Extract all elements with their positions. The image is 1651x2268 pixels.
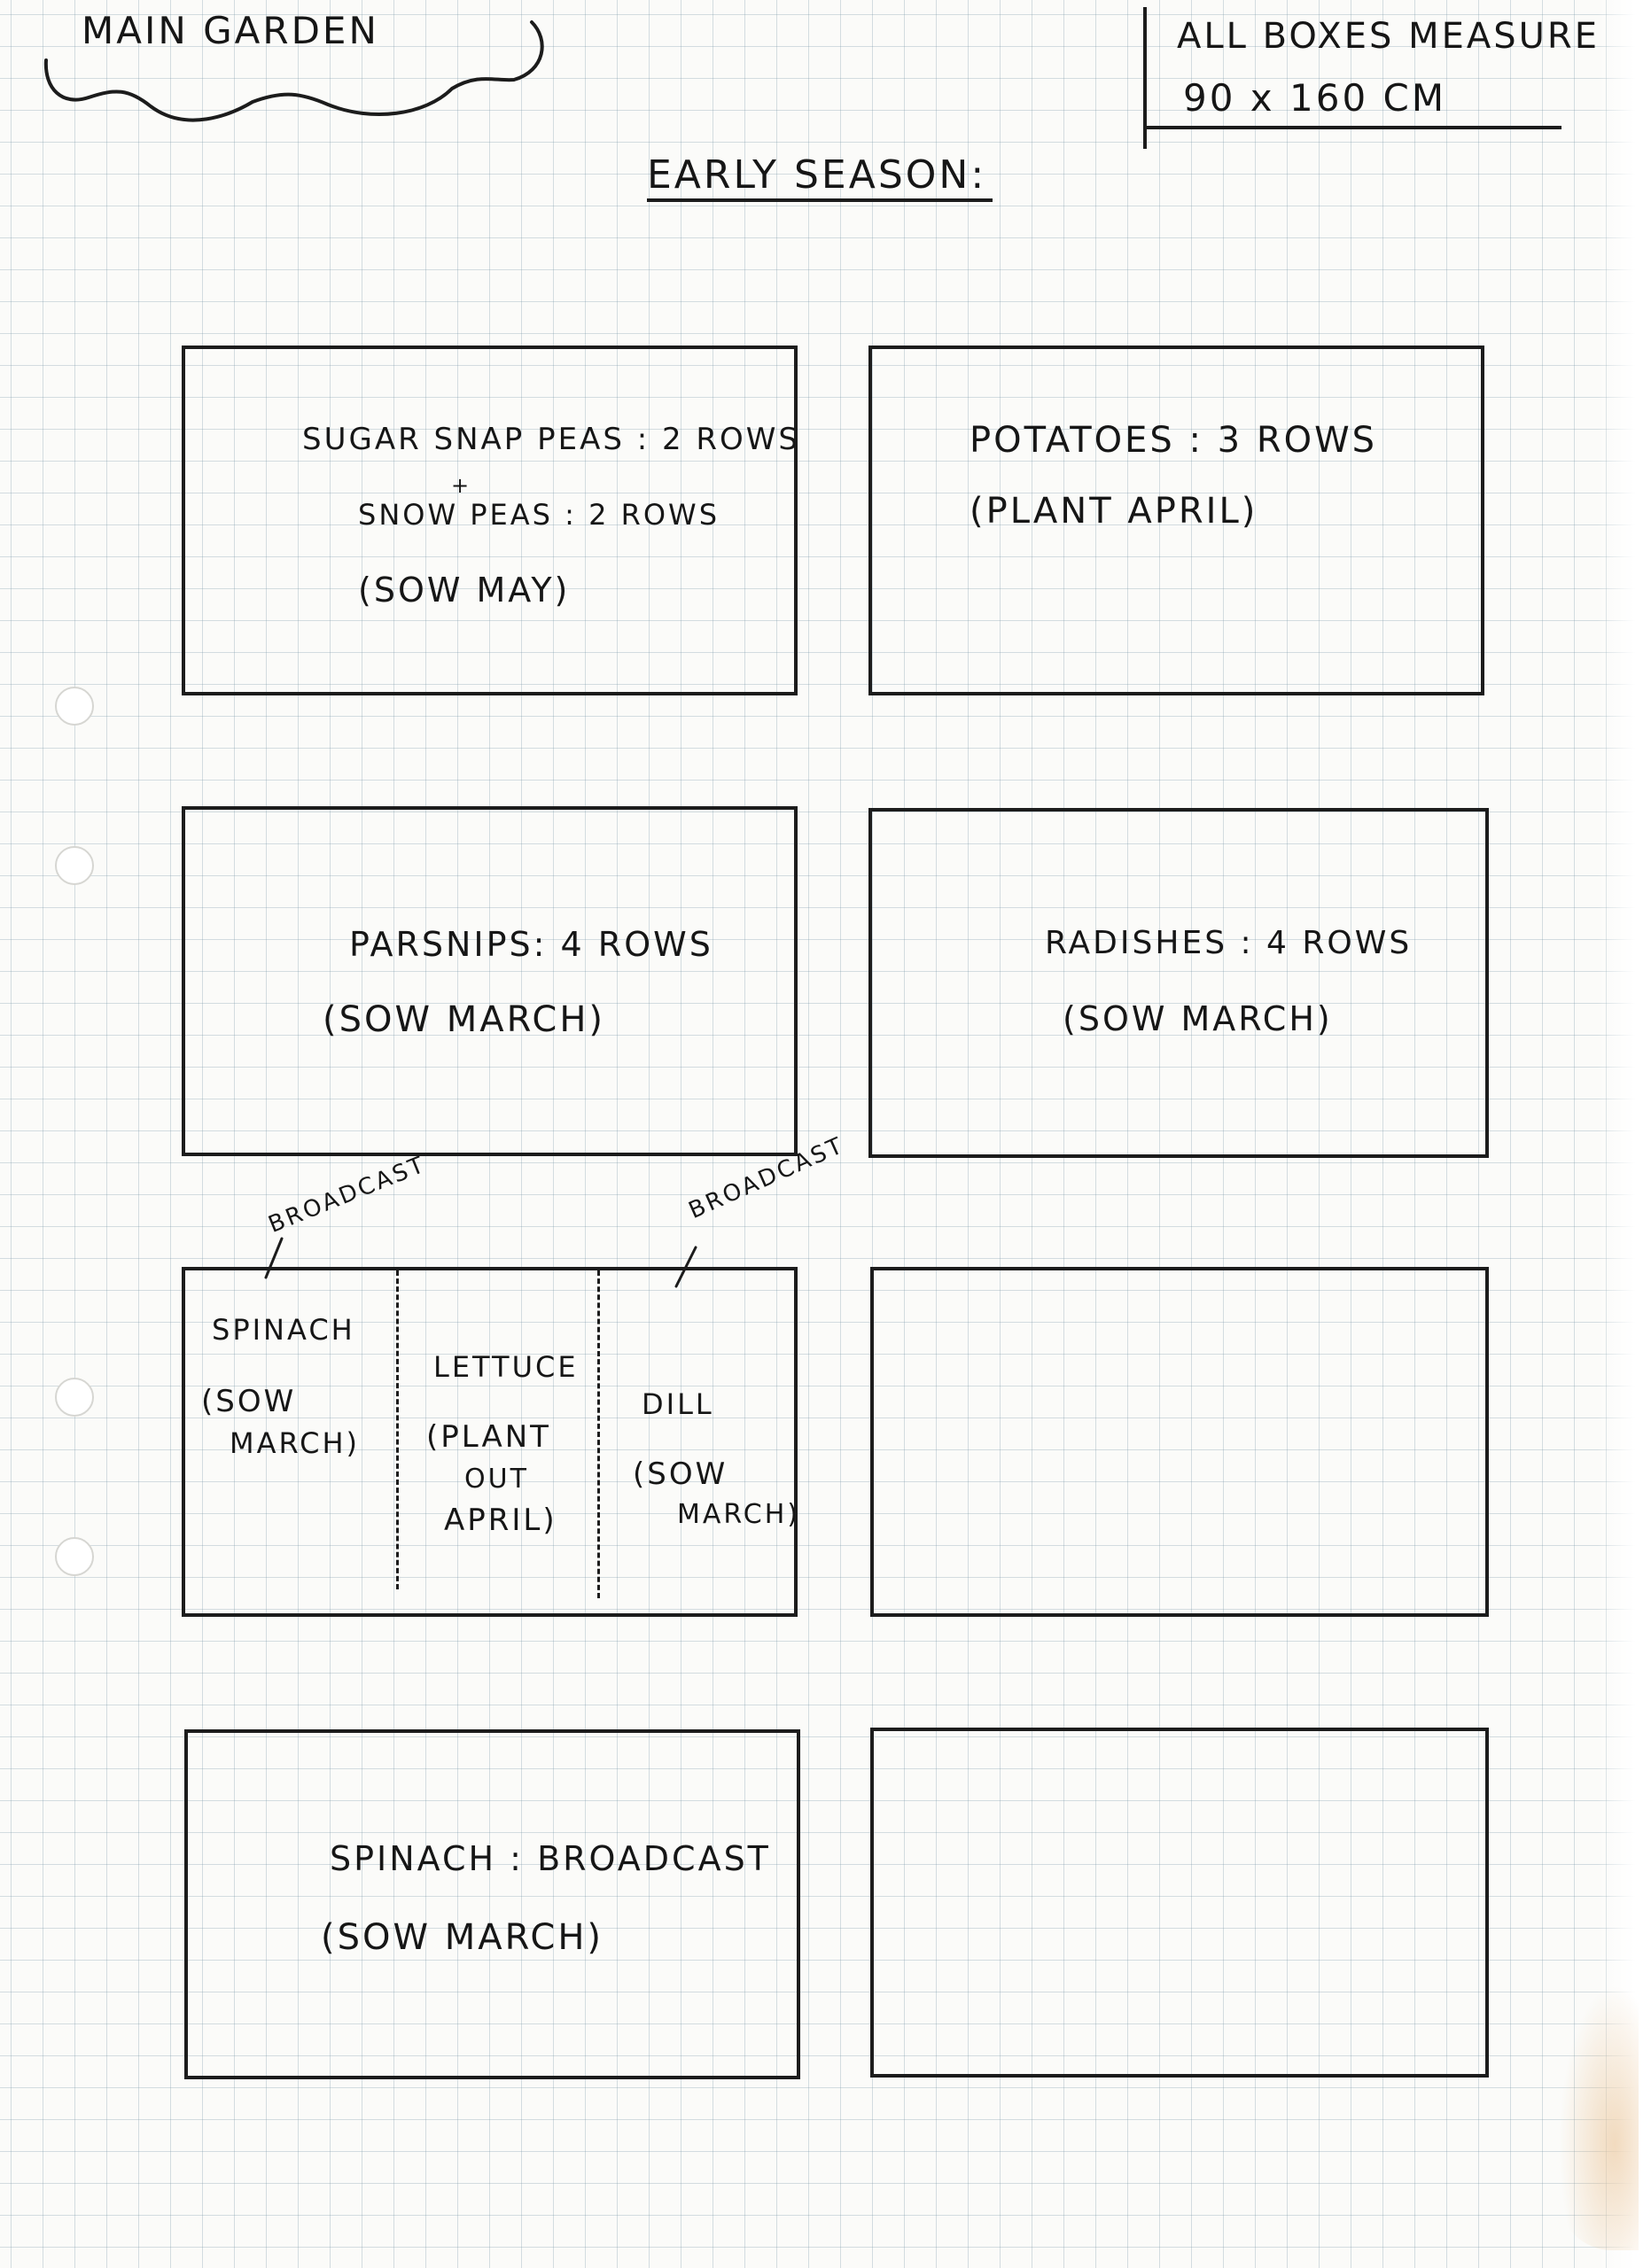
page-edge-shade [1598,0,1651,2268]
season-heading-underline [647,198,993,202]
sowing-note: (SOW MARCH) [1063,999,1333,1038]
box-size-note-line2: 90 x 160 CM [1183,76,1447,120]
punch-hole [55,1537,94,1576]
section-divider [396,1270,399,1589]
note-underline [1143,126,1561,129]
section-timing: (PLANT [426,1419,551,1455]
box-size-note-line1: ALL BOXES MEASURE [1177,16,1600,57]
section-timing: (SOW [633,1456,728,1492]
garden-box-peas: SUGAR SNAP PEAS : 2 ROWS + SNOW PEAS : 2… [182,346,798,695]
section-timing: MARCH) [677,1499,800,1530]
punch-hole [55,687,94,726]
section-timing: (SOW [201,1384,297,1419]
section-divider [597,1270,600,1598]
crop-label: SUGAR SNAP PEAS : 2 ROWS [302,422,801,457]
crop-label: POTATOES : 3 ROWS [970,420,1378,461]
garden-box-spinach: SPINACH : BROADCAST (SOW MARCH) [184,1729,800,2079]
title-cloud-doodle [43,20,544,122]
punch-hole [55,846,94,885]
crop-label: SPINACH : BROADCAST [330,1839,771,1878]
section-timing: OUT [464,1464,529,1495]
paper-stain [1559,1984,1639,2250]
garden-box-empty [870,1728,1489,2078]
section-crop-lettuce: LETTUCE [433,1350,579,1384]
section-crop-spinach: SPINACH [212,1313,355,1347]
plus-sign: + [451,473,472,498]
crop-label: SNOW PEAS : 2 ROWS [358,498,720,532]
section-timing: MARCH) [230,1426,361,1460]
annotation-pointer-line [264,1237,284,1279]
garden-box-empty [870,1267,1489,1617]
crop-label: PARSNIPS: 4 ROWS [349,925,713,964]
sowing-note: (SOW MARCH) [321,1917,604,1958]
planting-note: (PLANT APRIL) [970,491,1258,532]
sowing-note: (SOW MARCH) [323,999,606,1040]
page-title: MAIN GARDEN [82,9,379,52]
season-heading: EARLY SEASON: [647,152,987,198]
broadcast-annotation-spinach: BROADCAST [264,1151,431,1239]
garden-box-mixed: SPINACH (SOW MARCH) LETTUCE (PLANT OUT A… [182,1267,798,1617]
note-bracket-line [1143,7,1147,149]
punch-hole [55,1378,94,1417]
crop-label: RADISHES : 4 ROWS [1045,925,1413,961]
garden-box-radishes: RADISHES : 4 ROWS (SOW MARCH) [868,808,1489,1158]
section-timing: APRIL) [444,1503,557,1538]
garden-box-parsnips: PARSNIPS: 4 ROWS (SOW MARCH) [182,806,798,1156]
sowing-note: (SOW MAY) [358,571,571,610]
section-crop-dill: DILL [642,1387,714,1421]
garden-box-potatoes: POTATOES : 3 ROWS (PLANT APRIL) [868,346,1484,695]
